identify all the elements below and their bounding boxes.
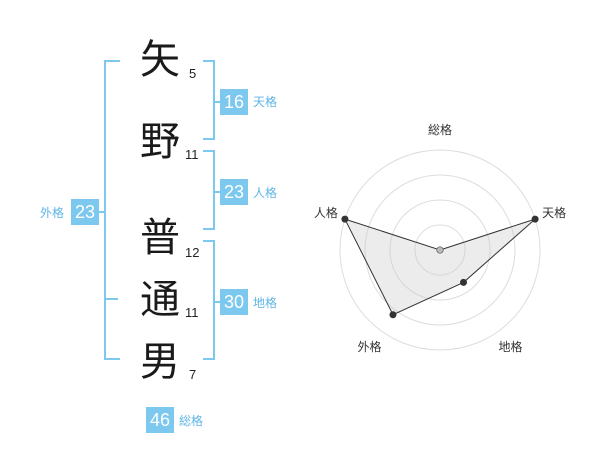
radar-point-2: [531, 215, 539, 223]
radar-rings: [339, 149, 541, 351]
radar-ring-4: [339, 149, 541, 351]
radar-center: [437, 247, 443, 253]
gaikaku-value: 23: [71, 199, 99, 225]
jinkaku-bracket: [203, 150, 215, 230]
name-char-2: 野: [140, 119, 180, 165]
jinkaku-connector: [215, 191, 220, 193]
chikaku-connector: [215, 301, 220, 303]
name-char-4: 通: [140, 277, 180, 323]
radar-point-4: [389, 311, 397, 319]
chikaku-label: 地格: [253, 296, 278, 310]
radar-axis-label-5: 人格: [314, 205, 338, 220]
tenkaku-connector: [215, 101, 220, 103]
soukaku-value: 46: [146, 407, 174, 433]
soukaku-label: 総格: [179, 414, 204, 428]
radar-point-5: [341, 215, 349, 223]
radar-ring-2: [389, 199, 491, 301]
jinkaku-value: 23: [220, 179, 248, 205]
jinkaku-label: 人格: [253, 186, 278, 200]
radar-axis-label-1: 総格: [428, 122, 452, 137]
chikaku-bracket: [203, 240, 215, 360]
stroke-count-1: 5: [189, 66, 197, 81]
tenkaku-value: 16: [220, 89, 248, 115]
radar-ring-1: [414, 224, 466, 276]
stroke-count-3: 12: [185, 245, 200, 260]
name-char-5: 男: [140, 339, 180, 385]
radar-axis-label-3: 地格: [499, 339, 523, 354]
name-char-3: 普: [140, 215, 180, 261]
radar-ring-3: [364, 174, 516, 326]
gaikaku-connector: [99, 211, 104, 213]
stroke-count-2: 11: [185, 147, 199, 162]
gaikaku-label: 外格: [40, 206, 65, 220]
stroke-count-4: 11: [185, 305, 199, 320]
radar-axis-label-4: 外格: [357, 339, 381, 354]
gaikaku-inner-tick: [104, 298, 118, 300]
tenkaku-bracket: [203, 60, 215, 140]
name-char-1: 矢: [140, 37, 180, 83]
radar-point-3: [460, 278, 468, 286]
stroke-count-5: 7: [189, 367, 197, 382]
radar-area: [343, 218, 536, 316]
chikaku-value: 30: [220, 289, 248, 315]
radar-axis-label-2: 天格: [542, 205, 566, 220]
tenkaku-label: 天格: [253, 95, 278, 109]
gaikaku-bracket: [104, 60, 120, 360]
